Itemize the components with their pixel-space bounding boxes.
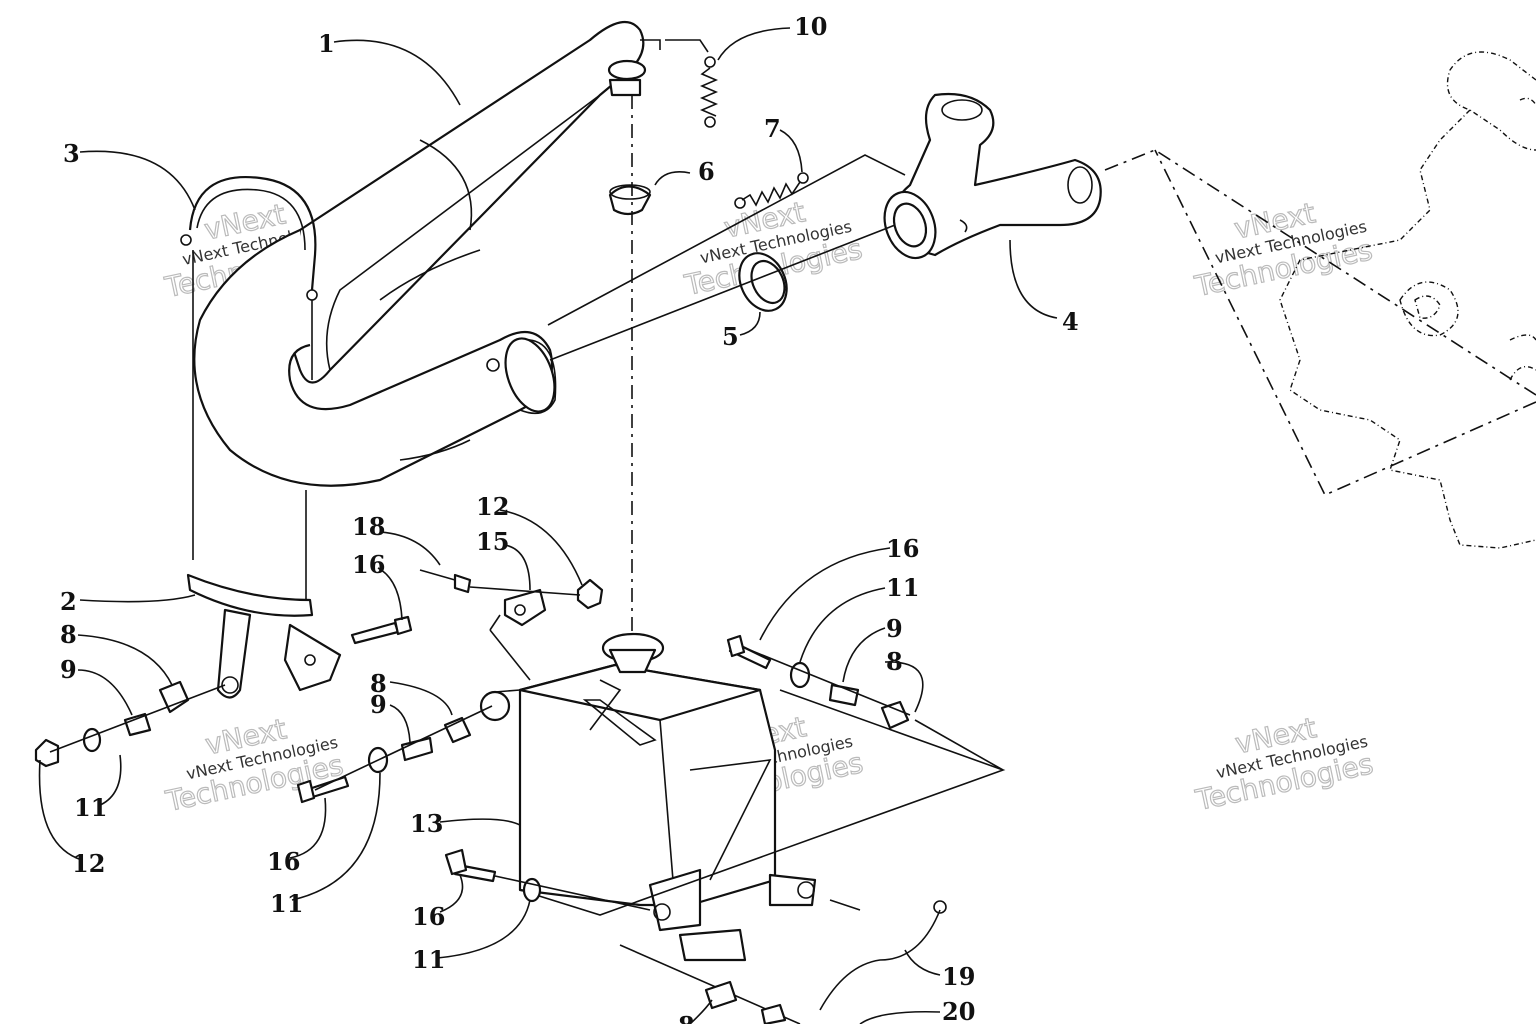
callout-4: 4 xyxy=(1062,307,1079,336)
assembly-line-a xyxy=(489,629,531,681)
callout-8-d: 8 xyxy=(678,1011,695,1024)
assembly-line-e xyxy=(914,719,1004,771)
left-hardware xyxy=(34,680,226,768)
callout-16-b: 16 xyxy=(267,847,300,876)
callout-8-c: 8 xyxy=(886,647,903,676)
muffler-bracket-2 xyxy=(186,573,342,699)
right-hardware xyxy=(726,634,911,730)
hanger-spring-3 xyxy=(180,176,318,301)
rivet-18 xyxy=(419,569,472,594)
expansion-chamber xyxy=(193,20,661,487)
exhaust-manifold-4 xyxy=(883,92,1102,260)
callout-11-d: 11 xyxy=(886,573,919,602)
callout-16: 16 xyxy=(352,550,385,579)
bracket-15 xyxy=(489,588,547,631)
alignment-line-b xyxy=(549,224,896,361)
watermark-bottom-right: vNext Technologies vNext Technologies xyxy=(1192,711,1377,818)
callout-11-c: 11 xyxy=(412,945,445,974)
callout-11-b: 11 xyxy=(270,889,303,918)
callout-11: 11 xyxy=(74,793,107,822)
watermark-top-right: vNext Technologies vNext Technologies xyxy=(1191,196,1376,304)
alignment-line-rivet xyxy=(469,586,581,596)
callout-2: 2 xyxy=(60,587,77,616)
assembly-line-b xyxy=(519,689,1006,916)
callout-7: 7 xyxy=(764,114,781,143)
spring-10 xyxy=(699,56,719,128)
callout-13: 13 xyxy=(410,809,443,838)
callout-9-b: 9 xyxy=(370,690,387,719)
assembly-line-d xyxy=(829,899,861,911)
grommet-6 xyxy=(608,184,652,216)
callout-12: 12 xyxy=(72,849,105,878)
callout-3: 3 xyxy=(63,139,80,168)
watermark-bottom-left: vNext Technologies vNext Technologies xyxy=(162,712,347,819)
callout-10: 10 xyxy=(794,12,827,41)
callout-16-c: 16 xyxy=(412,902,445,931)
callout-9: 9 xyxy=(60,655,77,684)
callout-8: 8 xyxy=(60,620,77,649)
silencer-box-13 xyxy=(479,632,817,962)
leader-lines xyxy=(38,27,1058,1024)
mount-plane-outline xyxy=(1104,149,1536,497)
callout-20: 20 xyxy=(942,997,975,1024)
callout-18: 18 xyxy=(352,512,385,541)
callout-6: 6 xyxy=(698,157,715,186)
callout-19: 19 xyxy=(942,962,975,991)
callout-16-d: 16 xyxy=(886,534,919,563)
callout-1: 1 xyxy=(318,29,335,58)
callout-labels: 1 2 3 4 5 6 7 8 9 10 11 12 13 15 16 18 1… xyxy=(60,12,1079,1024)
bolt-16-upper xyxy=(350,615,413,645)
lower-hardware xyxy=(444,848,787,1024)
nut-12-top xyxy=(576,578,604,610)
mid-hardware xyxy=(296,705,493,804)
alignment-line-a xyxy=(547,154,906,326)
strap-19 xyxy=(819,900,947,1011)
callout-12-b: 12 xyxy=(476,492,509,521)
callout-8-b: 8 xyxy=(370,669,387,698)
callout-5: 5 xyxy=(722,322,739,351)
callout-9-c: 9 xyxy=(886,614,903,643)
callout-15: 15 xyxy=(476,527,509,556)
spring-7 xyxy=(734,172,809,209)
engine-outline xyxy=(1279,51,1536,549)
